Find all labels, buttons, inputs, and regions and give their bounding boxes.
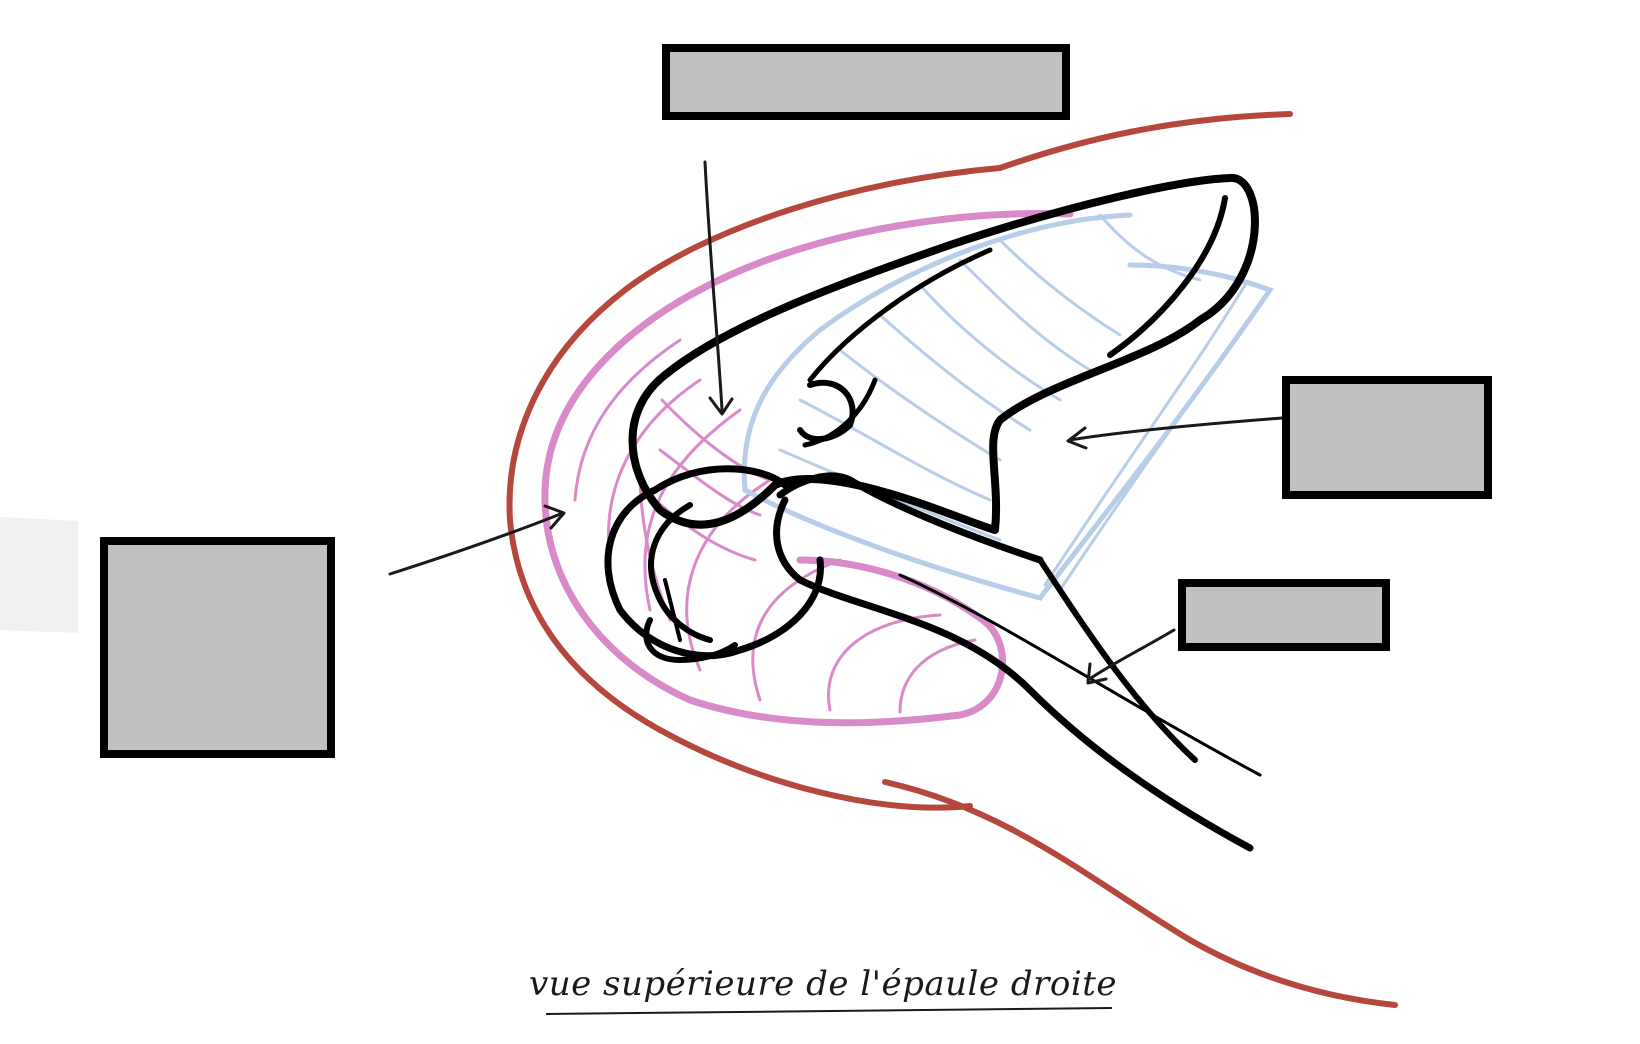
label-box-right[interactable] bbox=[1282, 376, 1492, 499]
leader-arrows bbox=[388, 160, 1284, 685]
background-fragment bbox=[0, 517, 78, 633]
arrow-top bbox=[703, 160, 734, 416]
arrow-right bbox=[1066, 416, 1284, 450]
arrow-bottom-right bbox=[1086, 628, 1176, 685]
label-box-top[interactable] bbox=[662, 44, 1070, 120]
label-box-left[interactable] bbox=[100, 537, 335, 758]
label-box-bottom-right[interactable] bbox=[1178, 579, 1390, 651]
arrow-left bbox=[388, 504, 566, 576]
skin-outline bbox=[506, 111, 1398, 1008]
blue-muscle bbox=[741, 212, 1274, 601]
bone-outline bbox=[604, 174, 1262, 852]
diagram-caption: vue supérieure de l'épaule droite bbox=[528, 964, 1117, 1004]
